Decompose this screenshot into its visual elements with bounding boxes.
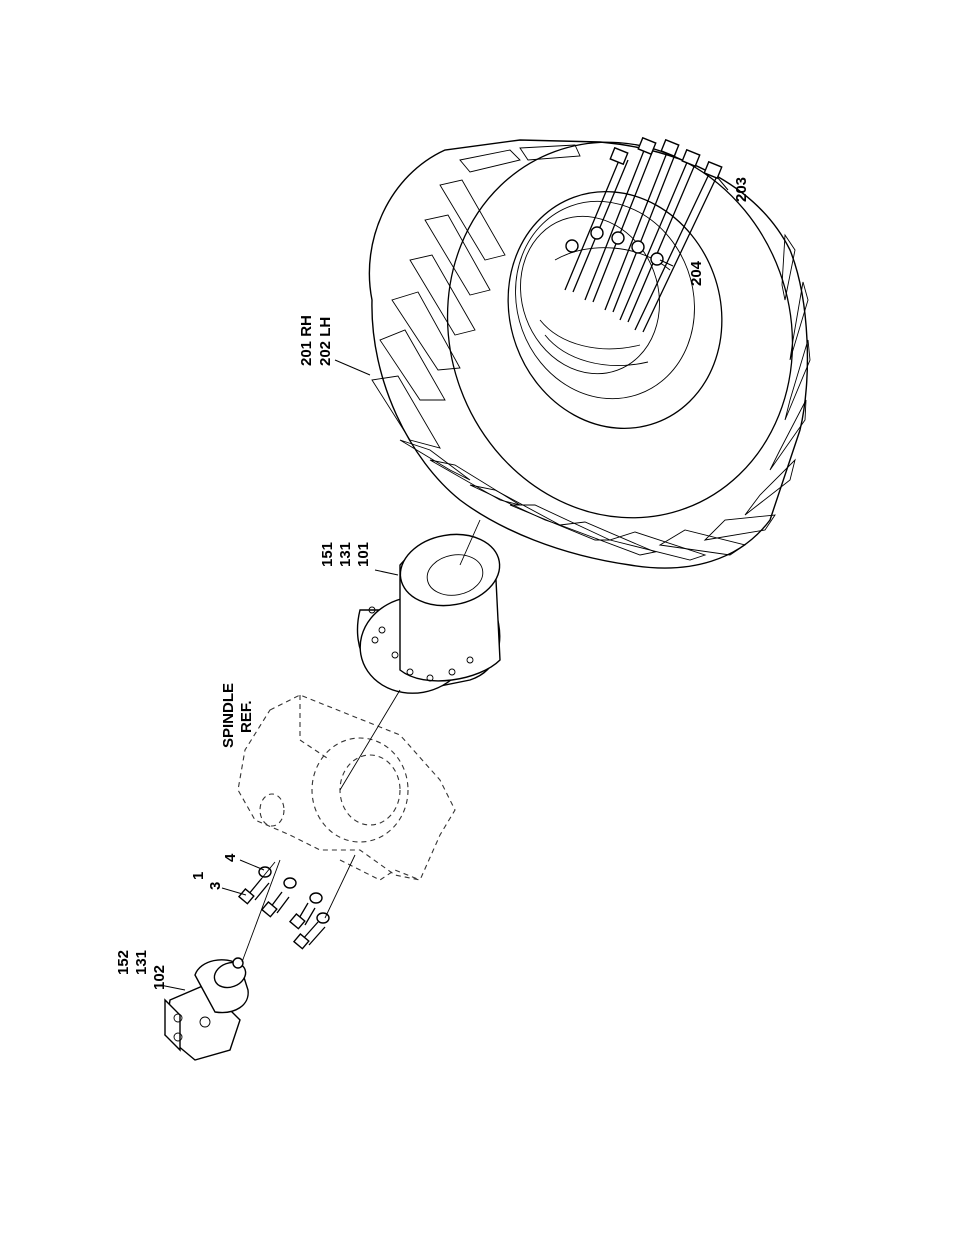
mounting-washers [258,866,330,924]
lug-bolt [634,160,723,333]
washer [283,877,297,889]
callout-131-hub: 131 [337,542,354,567]
lug-bolt [619,148,701,323]
bolt [292,921,326,950]
callout-102: 102 [151,965,168,990]
callout-spindle-line1: SPINDLE [220,683,237,748]
bolt [288,902,316,930]
lug-washer [650,252,664,266]
callout-131: 131 [133,950,150,975]
leader-lines [159,177,729,991]
hydraulic-motor [164,957,249,1061]
callout-4: 4 [222,853,239,862]
lug-washer [631,240,645,254]
bolt [260,891,290,918]
spindle-reference [237,694,456,881]
callout-hub: 151 131 101 [319,542,372,567]
tire-tread [371,144,811,561]
lug-bolt [564,146,629,293]
callout-202-lh: 202 LH [317,317,334,366]
callout-tire: 201 RH 202 LH [298,315,334,366]
drive-hub [356,533,501,694]
callout-spindle-line2: REF. [238,700,255,733]
lug-washers [565,226,664,266]
assembly-centerlines [241,519,481,963]
mounting-bolts [237,877,326,950]
callout-152: 152 [115,950,132,975]
hub-flange-holes [368,606,474,682]
lug-bolt [604,138,680,313]
lug-washer [611,231,625,245]
callout-bolts: 1 3 [190,872,224,890]
callout-3: 3 [207,882,224,890]
washer [309,892,323,904]
lug-washer [565,239,579,253]
lug-bolt [584,136,657,303]
callout-201-rh: 201 RH [298,315,315,366]
lug-washer [590,226,604,240]
tire-wheel-assembly [368,139,811,569]
bolt [237,877,270,905]
callout-1: 1 [190,872,207,880]
lug-bolts [564,136,723,333]
callout-151: 151 [319,542,336,567]
callout-101: 101 [355,542,372,567]
callout-spindle: SPINDLE REF. [220,683,255,748]
washer [316,912,330,924]
callout-203: 203 [733,177,750,202]
callout-motor: 152 131 102 [115,950,168,990]
callout-204: 204 [688,260,705,286]
